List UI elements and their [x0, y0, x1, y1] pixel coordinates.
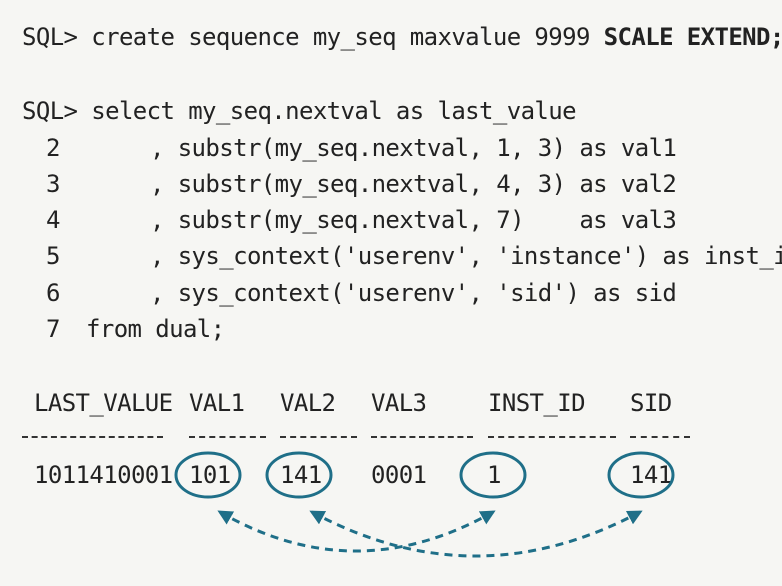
line-number: 7	[46, 315, 60, 343]
sql-line-5: 5	[46, 241, 60, 271]
value-val3: 0001	[371, 461, 427, 489]
separator-inst-id	[488, 436, 616, 438]
sql-line-7-text: from dual;	[86, 315, 225, 343]
col-header-val2: VAL2	[280, 389, 336, 417]
value-last-value: 1011410001	[34, 461, 173, 489]
separator-last-value	[22, 436, 163, 438]
create-statement: create sequence my_seq maxvalue 9999	[91, 23, 604, 51]
value-val2: 141	[280, 461, 322, 489]
sql-prompt: SQL>	[22, 23, 92, 51]
col-header-val3: VAL3	[371, 389, 427, 417]
col-header-val1: VAL1	[189, 389, 245, 417]
sql-line-4: 4	[46, 205, 60, 235]
sql-line-3: 3	[46, 169, 60, 199]
arrow-val2-to-sid	[309, 510, 643, 558]
value-val1: 101	[189, 461, 231, 489]
sql-line-6: 6	[46, 278, 60, 308]
sql-line-4-text: , substr(my_seq.nextval, 7) as val3	[150, 206, 677, 234]
sql-line-5-text: , sys_context('userenv', 'instance') as …	[150, 242, 782, 270]
sql-line-3-text: , substr(my_seq.nextval, 4, 3) as val2	[150, 170, 677, 198]
col-header-sid: SID	[630, 389, 672, 417]
separator-sid	[630, 436, 690, 438]
line-number: 2	[46, 134, 60, 162]
value-sid: 141	[630, 461, 672, 489]
highlight-circle-inst-id	[459, 451, 527, 499]
arrow-val1-to-inst-id	[217, 510, 496, 553]
sql-prompt: SQL>	[22, 97, 92, 125]
select-statement: select my_seq.nextval as last_value	[91, 97, 576, 125]
value-inst-id: 1	[487, 461, 501, 489]
line-number: 4	[46, 206, 60, 234]
scale-extend-keyword: SCALE EXTEND;	[603, 23, 782, 51]
sql-line-6-text: , sys_context('userenv', 'sid') as sid	[150, 279, 677, 307]
col-header-last-value: LAST_VALUE	[34, 389, 173, 417]
separator-val2	[280, 436, 357, 438]
separator-val1	[189, 436, 266, 438]
line-number: 6	[46, 279, 60, 307]
sql-line-2-text: , substr(my_seq.nextval, 1, 3) as val1	[150, 134, 677, 162]
line-number: 5	[46, 242, 60, 270]
create-sequence-line: SQL> create sequence my_seq maxvalue 999…	[22, 22, 782, 52]
line-number: 3	[46, 170, 60, 198]
highlight-circle-sid	[607, 451, 675, 499]
highlight-circle-val2	[265, 451, 333, 499]
col-header-inst-id: INST_ID	[488, 389, 586, 417]
sql-line-7: 7	[46, 314, 60, 344]
separator-val3	[371, 436, 473, 438]
highlight-circle-val1	[174, 451, 242, 499]
sql-line-2: 2	[46, 133, 60, 163]
select-line: SQL> select my_seq.nextval as last_value	[22, 96, 577, 126]
